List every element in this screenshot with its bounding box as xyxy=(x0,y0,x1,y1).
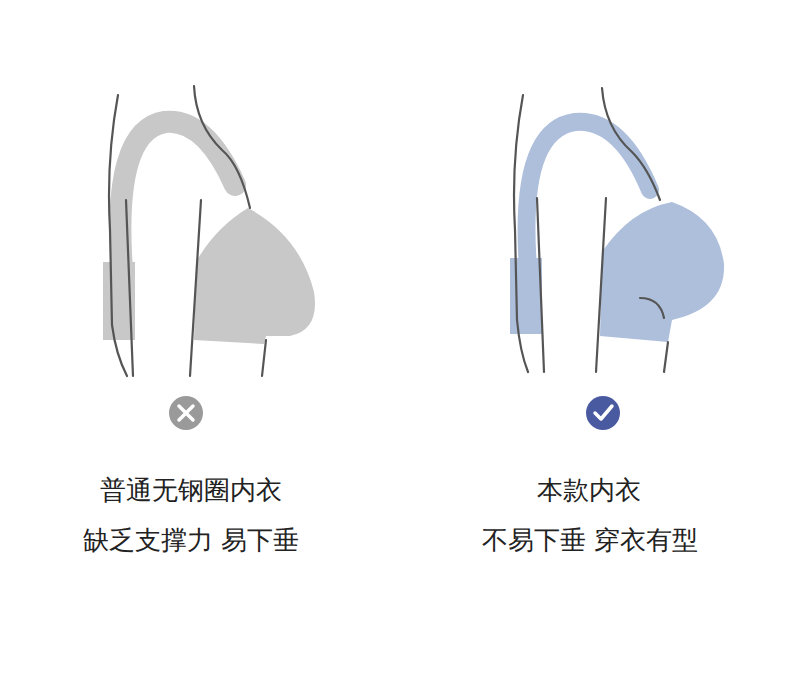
chest-line xyxy=(194,86,250,208)
chest-line xyxy=(602,88,660,200)
product-title: 普通无钢圈内衣 xyxy=(100,475,282,506)
bra-cup xyxy=(194,208,315,344)
product-title: 本款内衣 xyxy=(537,475,641,506)
front-line xyxy=(664,342,668,372)
cup-curve xyxy=(640,298,664,318)
bra-cup xyxy=(600,202,724,342)
arm-line xyxy=(190,200,201,376)
this-bra-figure xyxy=(510,88,724,430)
check-icon xyxy=(586,396,620,430)
check-mark xyxy=(595,406,612,419)
front-line xyxy=(262,340,266,376)
back-line xyxy=(109,95,127,376)
arm-line xyxy=(126,200,133,376)
cross-icon xyxy=(169,396,203,430)
product-note: 缺乏支撑力 易下垂 xyxy=(83,525,299,556)
cross-mark xyxy=(179,406,193,420)
arm-line xyxy=(537,198,544,372)
ordinary-bra-figure xyxy=(103,86,315,430)
back-line xyxy=(514,95,528,372)
arm-line xyxy=(596,198,606,372)
product-note: 不易下垂 穿衣有型 xyxy=(482,525,698,556)
